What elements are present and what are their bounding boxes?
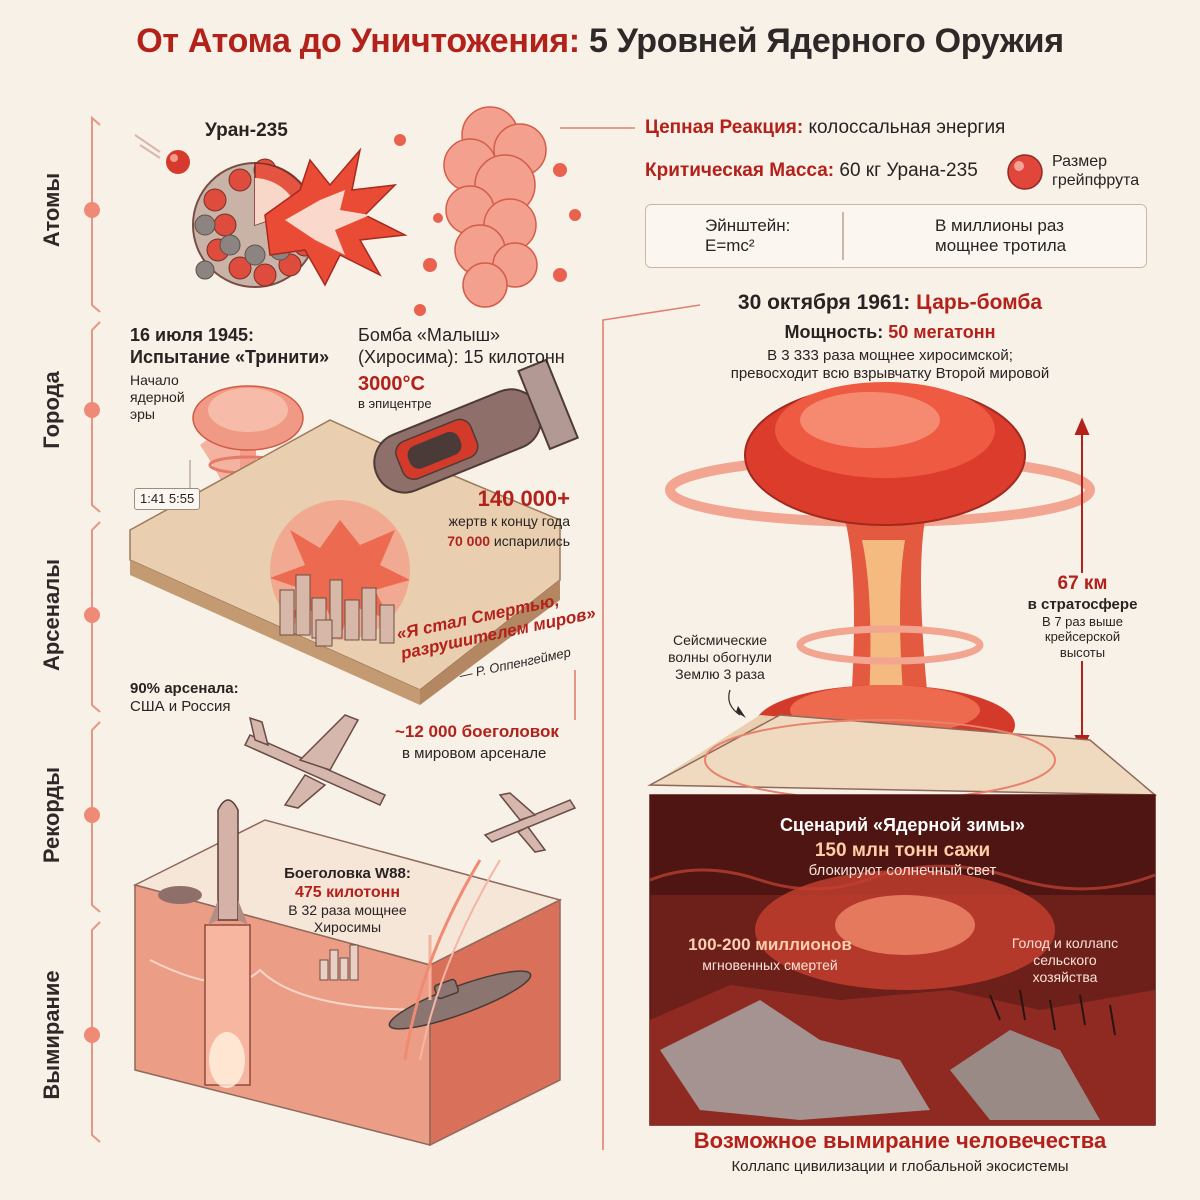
energy-cloud <box>443 106 547 308</box>
warheads-sub: в мировом арсенале <box>402 745 547 762</box>
temperature-sub: в эпицентре <box>358 396 432 411</box>
vaporized-line: 70 000 испарились <box>447 533 570 549</box>
era-label: Начало ядерной эры <box>130 372 185 422</box>
desert-terrain <box>129 419 561 705</box>
title-part2: 5 Уровней Ядерного Оружия <box>588 22 1064 60</box>
page-title: От Атома до Уничтожения: 5 Уровней Ядерн… <box>0 22 1200 61</box>
level-label-cities: Города <box>39 371 64 449</box>
nuclear-winter-block <box>649 794 1156 1126</box>
airplane-icon <box>483 792 577 853</box>
fission-burst <box>264 134 581 316</box>
small-city-icon <box>319 944 359 981</box>
grapefruit-sphere-icon <box>1007 154 1043 190</box>
bomb-heading: Бомба «Малыш» (Хиросима): 15 килотонн <box>358 325 565 367</box>
deaths-sub: мгновенных смертей <box>702 957 838 973</box>
airplane-icon <box>243 714 387 809</box>
tnt-fact: В миллионы раз мощнее тротила <box>935 216 1067 256</box>
facts-box <box>645 204 1147 268</box>
victims-value: 140 000+ <box>477 486 570 511</box>
critical-mass-line: Критическая Масса: 60 кг Урана-235 <box>645 160 978 181</box>
soot-value: 150 млн тонн сажи <box>814 840 991 861</box>
chain-reaction-line: Цепная Реакция: колоссальная энергия <box>645 117 1006 138</box>
w88-info: Боеголовка W88: 475 килотонн В 32 раза м… <box>284 865 411 935</box>
soot-sub: блокируют солнечный свет <box>808 862 997 879</box>
tsar-power: Мощность: 50 мегатонн <box>784 322 996 342</box>
winter-title: Сценарий «Ядерной зимы» <box>779 815 1026 835</box>
temperature-value: 3000°C <box>358 373 425 395</box>
level-label-arsenals: Арсеналы <box>39 558 64 672</box>
height-info: 67 км в стратосфере В 7 раз выше крейсер… <box>1000 573 1165 661</box>
seismic-info: Сейсмические волны обогнули Землю 3 раза <box>668 632 772 682</box>
victims-sub: жертв к концу года <box>448 513 570 529</box>
famine-info: Голод и коллапс сельского хозяйства <box>1011 935 1119 985</box>
uranium-label: Уран-235 <box>205 120 288 141</box>
uranium-sphere-icon <box>134 134 318 288</box>
einstein-fact: Эйнштейн: E=mc² <box>705 216 791 256</box>
ground-slab <box>647 714 1158 801</box>
level-label-atoms: Атомы <box>39 172 64 248</box>
grapefruit-size-label: Размер грейпфрута <box>1052 153 1140 190</box>
trinity-heading: 16 июля 1945: Испытание «Тринити» <box>130 325 330 367</box>
arsenal-share: 90% арсенала: США и Россия <box>130 680 239 715</box>
warheads-count: ~12 000 боеголовок <box>395 722 559 741</box>
level-label-extinction: Вымирание <box>39 970 64 1100</box>
level-label-records: Рекорды <box>39 766 64 864</box>
missile-icon <box>208 799 248 925</box>
tsar-bomba-heading: 30 октября 1961: Царь-бомба <box>737 291 1043 314</box>
title-part1: От Атома до Уничтожения: <box>136 22 580 60</box>
clock-label: 1:41 5:55 <box>134 488 201 510</box>
bomb-icon <box>373 358 580 494</box>
tsar-power-sub: В 3 333 раза мощнее хиросимской; превосх… <box>730 347 1050 382</box>
deaths-value: 100-200 миллионов <box>688 935 852 954</box>
extinction-subline: Коллапс цивилизации и глобальной экосист… <box>731 1158 1069 1175</box>
extinction-headline: Возможное вымирание человечества <box>693 1128 1107 1153</box>
